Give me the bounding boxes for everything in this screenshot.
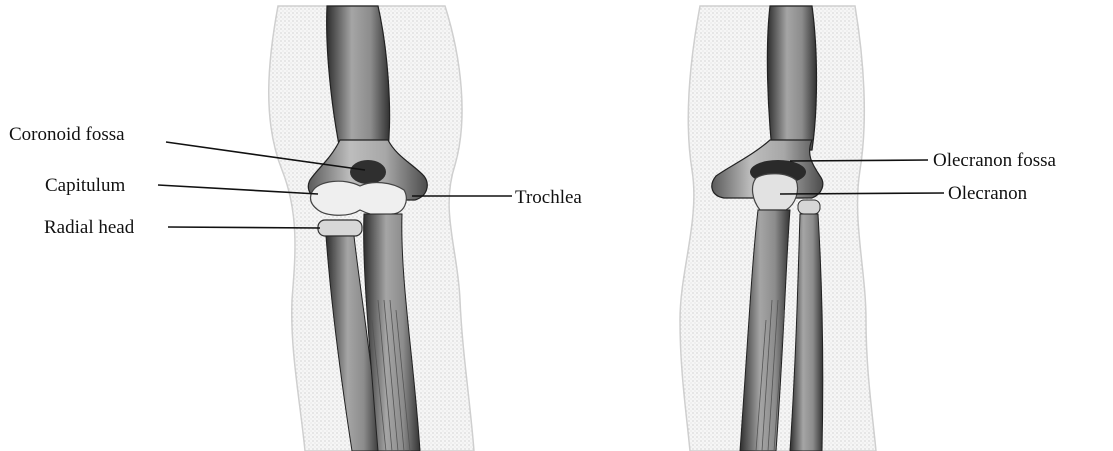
label-coronoid-fossa: Coronoid fossa	[9, 125, 125, 144]
leader-radial-head	[168, 227, 320, 228]
posterior-olecranon	[753, 174, 798, 210]
posterior-radial-head	[798, 200, 820, 214]
label-radial-head: Radial head	[44, 218, 134, 237]
anterior-coronoid-fossa	[350, 160, 386, 184]
label-trochlea: Trochlea	[515, 188, 582, 207]
leader-olecranon	[780, 193, 944, 194]
leader-olecranon-fossa	[790, 160, 928, 161]
anterior-radial-head	[318, 220, 362, 236]
anterior-humerus-shaft	[327, 6, 390, 150]
label-olecranon: Olecranon	[948, 184, 1027, 203]
label-olecranon-fossa: Olecranon fossa	[933, 151, 1056, 170]
posterior-humerus-shaft	[767, 6, 816, 150]
label-capitulum: Capitulum	[45, 176, 125, 195]
posterior-elbow-view	[680, 6, 876, 451]
anterior-joint-surface	[310, 181, 406, 215]
